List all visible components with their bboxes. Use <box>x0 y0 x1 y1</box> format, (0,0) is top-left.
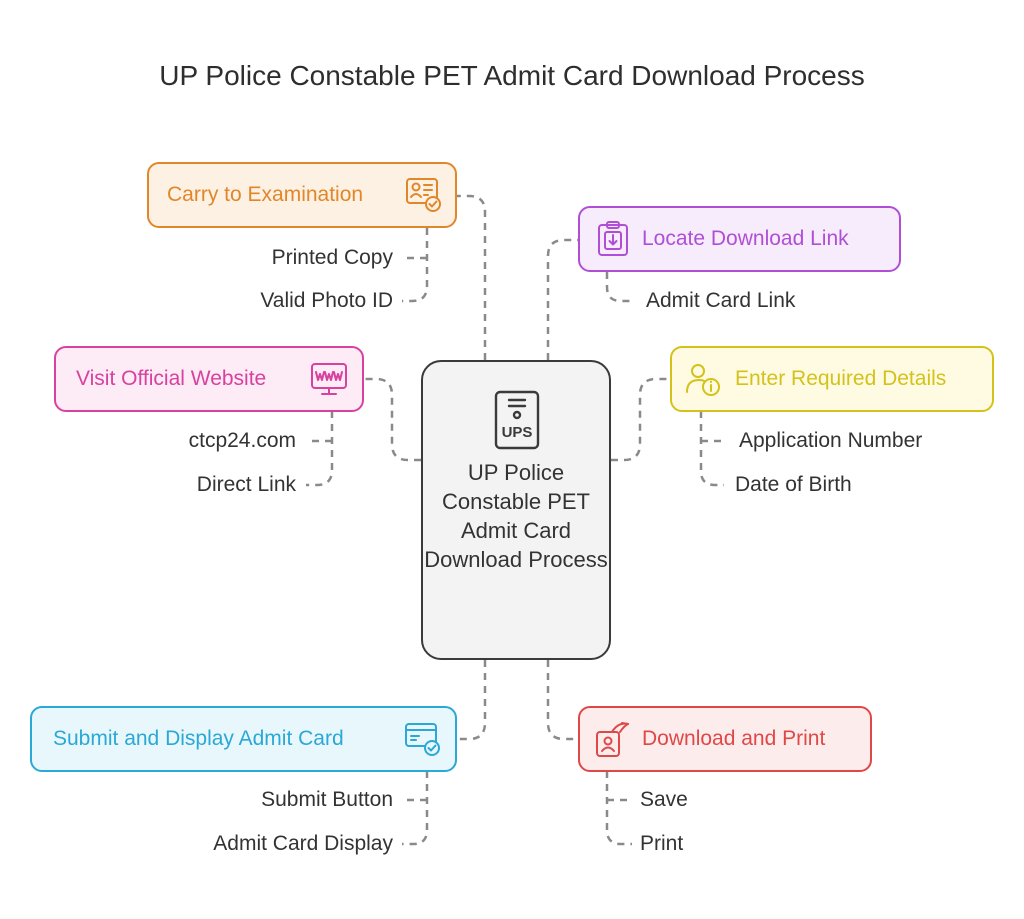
sub-item-save: Save <box>640 788 688 811</box>
branch-enter <box>699 411 724 487</box>
sub-item-valid-photo-id: Valid Photo ID <box>260 289 393 312</box>
step-label: Submit and Display Admit Card <box>53 727 344 750</box>
sub-item-admit-card-display: Admit Card Display <box>213 832 393 855</box>
branch-locate <box>605 272 632 303</box>
branch-visit <box>306 411 334 487</box>
www-monitor-icon <box>310 360 348 398</box>
id-card-check-icon <box>405 176 443 214</box>
sub-item-application-number: Application Number <box>739 429 923 452</box>
user-info-icon <box>684 360 722 398</box>
connector-submit <box>456 660 487 741</box>
branch-submit <box>402 771 429 846</box>
connector-download <box>546 660 578 741</box>
center-node: UPS UP Police Constable PET Admit Card D… <box>421 360 611 660</box>
step-label: Download and Print <box>642 727 826 750</box>
sub-item-submit-button: Submit Button <box>261 788 393 811</box>
step-download-and-print: Download and Print <box>578 706 872 772</box>
step-carry-to-examination: Carry to Examination <box>147 162 457 228</box>
ups-icon-text: UPS <box>501 424 533 441</box>
sub-item-website-url: ctcp24.com <box>188 429 296 452</box>
connector-enter <box>611 377 670 462</box>
step-label: Enter Required Details <box>735 367 947 390</box>
step-locate-download-link: Locate Download Link <box>578 206 901 272</box>
connector-carry <box>456 194 487 360</box>
sub-item-admit-card-link: Admit Card Link <box>646 289 796 312</box>
sub-item-print: Print <box>640 832 684 855</box>
card-check-icon <box>404 720 442 758</box>
sub-item-direct-link: Direct Link <box>196 473 296 496</box>
signed-id-icon <box>594 720 632 758</box>
sub-item-date-of-birth: Date of Birth <box>735 473 852 496</box>
ups-document-icon: UPS <box>493 390 541 450</box>
center-label: UP Police Constable PET Admit Card Downl… <box>424 460 608 572</box>
step-enter-required-details: Enter Required Details <box>670 346 994 412</box>
step-visit-official-website: Visit Official Website <box>54 346 364 412</box>
step-label: Locate Download Link <box>642 227 849 250</box>
sub-item-printed-copy: Printed Copy <box>271 246 393 269</box>
connector-visit <box>364 377 421 462</box>
diagram-title: UP Police Constable PET Admit Card Downl… <box>159 60 865 91</box>
connector-locate <box>546 238 578 360</box>
clipboard-download-icon <box>594 220 632 258</box>
branch-carry <box>402 228 429 303</box>
step-label: Visit Official Website <box>76 367 267 390</box>
step-submit-and-display-admit-card: Submit and Display Admit Card <box>30 706 457 772</box>
branch-download <box>605 771 632 846</box>
step-label: Carry to Examination <box>167 183 364 206</box>
